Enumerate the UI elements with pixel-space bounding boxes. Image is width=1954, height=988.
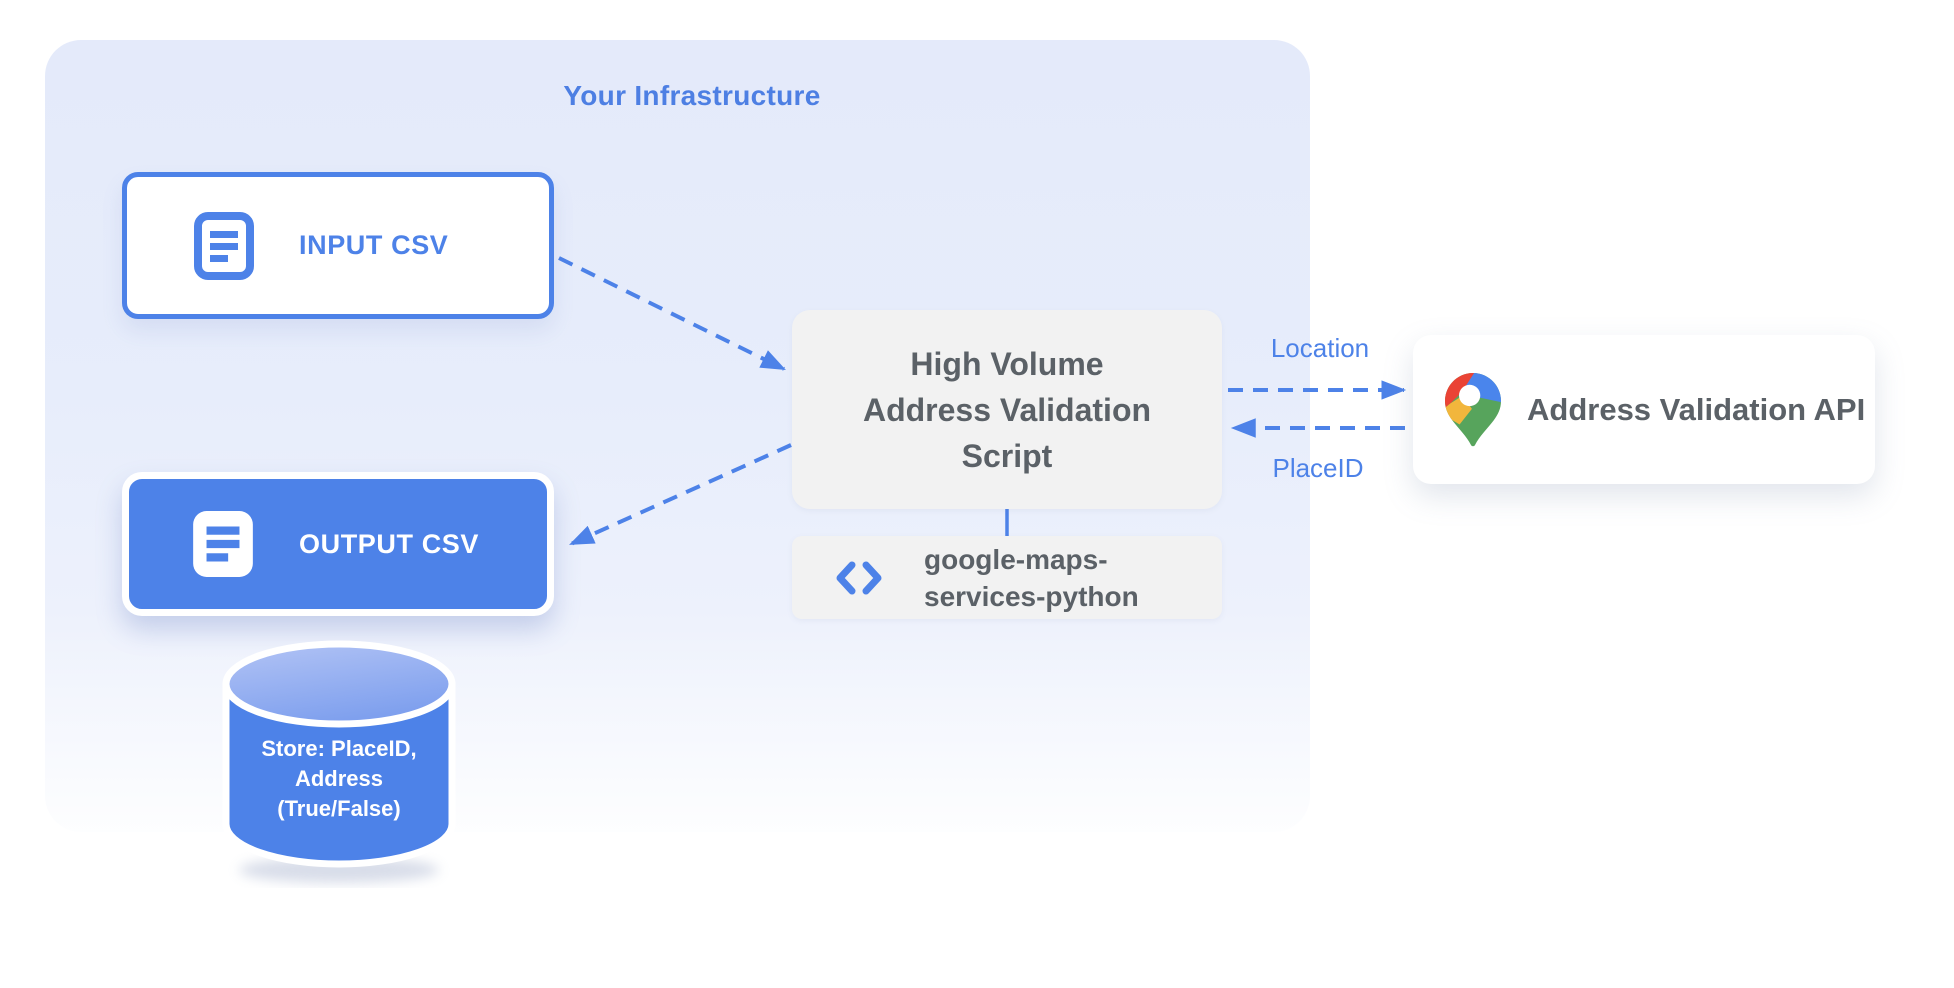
edge-label-placeid: PlaceID	[1272, 453, 1364, 483]
node-label: google-maps- services-python	[924, 543, 1139, 612]
node-datastore	[212, 632, 466, 888]
database-cylinder-icon	[222, 640, 456, 883]
node-library: google-maps- services-python	[792, 536, 1222, 619]
node-validation-script: High Volume Address Validation Script	[792, 310, 1222, 509]
csv-document-icon	[194, 211, 254, 280]
node-label: Address Validation API	[1527, 391, 1866, 427]
csv-document-icon	[193, 511, 253, 577]
node-label: INPUT CSV	[299, 230, 449, 260]
edge-label-location: Location	[1270, 333, 1370, 363]
google-maps-pin-icon	[1445, 372, 1501, 446]
panel-title: Your Infrastructure	[563, 80, 821, 111]
datastore-label: Store: PlaceID, Address (True/False)	[261, 736, 417, 821]
node-input-csv: INPUT CSV	[122, 172, 554, 319]
node-address-validation-api: Address Validation API	[1413, 335, 1875, 484]
code-icon	[836, 561, 882, 594]
node-label: High Volume Address Validation Script	[862, 345, 1152, 474]
node-label: OUTPUT CSV	[299, 528, 480, 559]
node-output-csv: OUTPUT CSV	[122, 472, 554, 616]
